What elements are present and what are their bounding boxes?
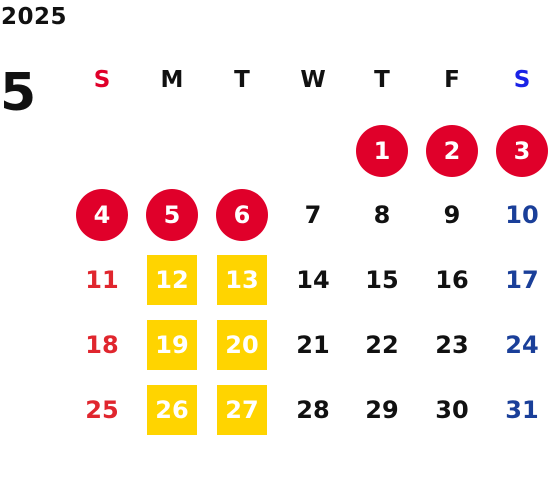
- day-cell: 31: [505, 396, 539, 424]
- day-cell: 14: [296, 266, 330, 294]
- weekday-wednesday: W: [300, 67, 326, 93]
- day-cell: 29: [365, 396, 399, 424]
- day-cell-highlighted: 13: [217, 255, 267, 305]
- weekday-friday: F: [444, 67, 460, 93]
- day-cell: 21: [296, 331, 330, 359]
- weekday-monday: M: [160, 67, 184, 93]
- day-cell-highlighted: 27: [217, 385, 267, 435]
- day-cell-holiday: 6: [216, 189, 268, 241]
- month-label: 5: [0, 63, 37, 123]
- day-cell: 30: [435, 396, 469, 424]
- day-cell: 15: [365, 266, 399, 294]
- day-cell: 10: [505, 201, 539, 229]
- day-cell: 25: [85, 396, 119, 424]
- day-cell-highlighted: 26: [147, 385, 197, 435]
- day-cell-holiday: 5: [146, 189, 198, 241]
- weekday-saturday: S: [513, 67, 531, 93]
- day-cell: 16: [435, 266, 469, 294]
- day-cell-highlighted: 12: [147, 255, 197, 305]
- day-cell: 9: [443, 201, 461, 229]
- weekday-thursday: T: [374, 67, 390, 93]
- weekday-sunday: S: [93, 67, 111, 93]
- year-label: 2025: [1, 4, 68, 30]
- day-cell: 11: [85, 266, 119, 294]
- day-cell: 24: [505, 331, 539, 359]
- day-cell: 28: [296, 396, 330, 424]
- day-cell-holiday: 2: [426, 125, 478, 177]
- day-cell: 22: [365, 331, 399, 359]
- day-cell: 8: [373, 201, 391, 229]
- day-cell-highlighted: 20: [217, 320, 267, 370]
- day-cell-highlighted: 19: [147, 320, 197, 370]
- day-cell-holiday: 4: [76, 189, 128, 241]
- day-cell: 23: [435, 331, 469, 359]
- day-cell-holiday: 3: [496, 125, 548, 177]
- weekday-tuesday: T: [234, 67, 250, 93]
- day-cell: 18: [85, 331, 119, 359]
- day-cell: 17: [505, 266, 539, 294]
- day-cell-holiday: 1: [356, 125, 408, 177]
- day-cell: 7: [304, 201, 322, 229]
